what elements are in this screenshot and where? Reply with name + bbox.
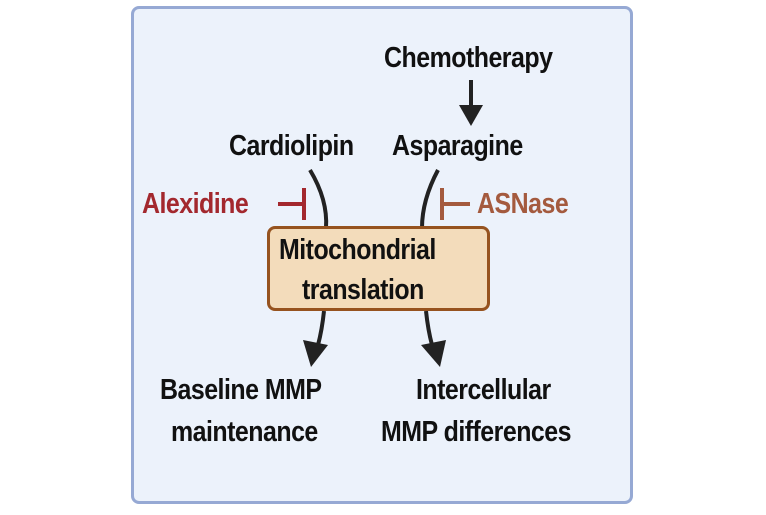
alexidine-inhibition-icon xyxy=(278,188,306,220)
chemo-arrow xyxy=(459,80,483,126)
intercellular-arrow xyxy=(421,310,446,367)
asparagine-label: Asparagine xyxy=(392,130,523,162)
asnase-inhibition-icon xyxy=(440,188,470,220)
asnase-label: ASNase xyxy=(477,188,569,220)
baseline-label-line2: maintenance xyxy=(171,416,318,448)
mitochondrial-translation-box xyxy=(267,226,490,311)
baseline-arrow xyxy=(303,310,328,367)
center-label-line1: Mitochondrial xyxy=(279,234,436,266)
baseline-label-line1: Baseline MMP xyxy=(160,374,322,406)
intercellular-label-line2: MMP differences xyxy=(381,416,572,448)
alexidine-label: Alexidine xyxy=(142,188,249,220)
intercellular-label-line1: Intercellular xyxy=(416,374,551,406)
asparagine-connector xyxy=(420,169,440,229)
cardiolipin-label: Cardiolipin xyxy=(229,130,354,162)
center-label-line2: translation xyxy=(302,274,424,306)
chemotherapy-label: Chemotherapy xyxy=(384,42,553,74)
cardiolipin-connector xyxy=(308,168,329,229)
